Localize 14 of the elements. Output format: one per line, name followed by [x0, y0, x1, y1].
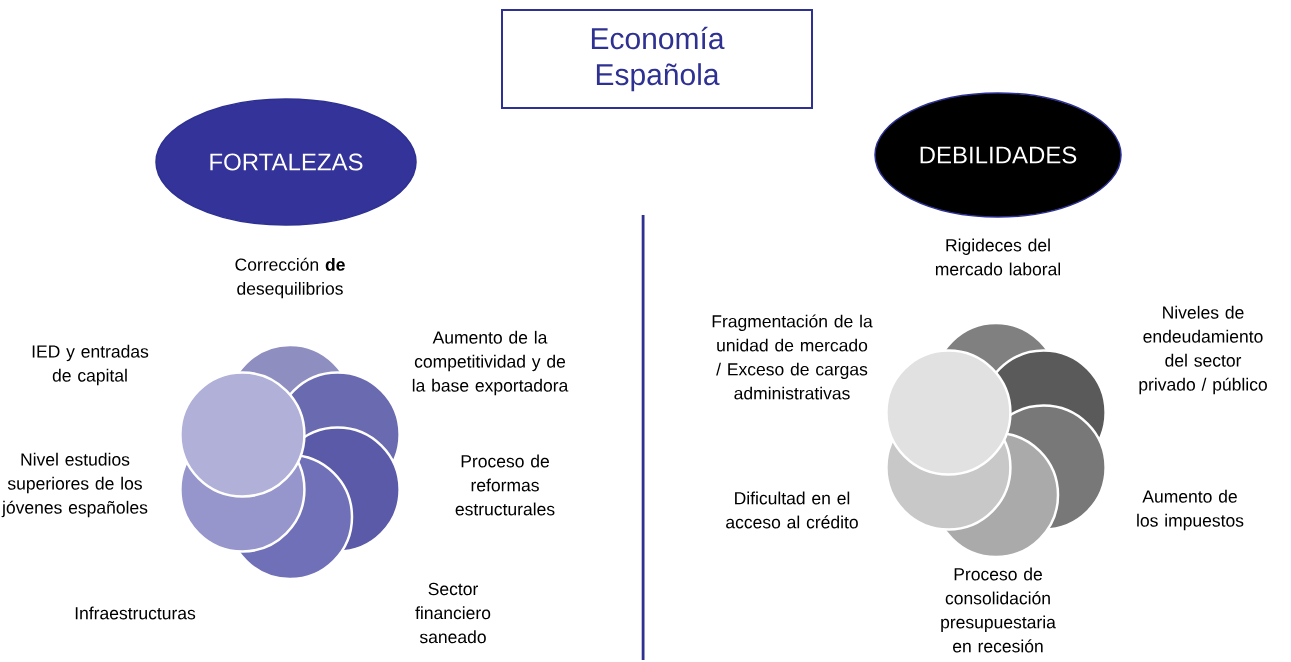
- item-label: Niveles de endeudamiento del sector privado / público: [1139, 305, 1267, 395]
- item-label: Proceso de reformas estructurales: [455, 454, 555, 516]
- item-label: Proceso de consolidación presupuestaria en recesión: [941, 567, 1056, 653]
- item-label: Infraestructuras: [75, 606, 196, 620]
- item-label: Sector financiero saneado: [415, 582, 491, 644]
- item-label: Nivel estudios superiores de los jóvenes españoles: [1, 452, 148, 518]
- title-box: Economía Española: [501, 9, 813, 109]
- item-label: Fragmentación de la unidad de mercado / Exceso de cargas administrativas: [712, 314, 873, 400]
- item-label: IED y entradas de capital: [32, 344, 149, 386]
- item-label: Aumento de la competitividad y de la base exportadora: [412, 330, 569, 396]
- item-label: Aumento de los impuestos: [1137, 489, 1244, 531]
- item-label: Rigideces del mercado laboral: [935, 238, 1061, 276]
- item-label: Corrección de desequilibrios: [235, 257, 345, 299]
- item-label: Dificultad en el acceso al crédito: [726, 491, 858, 529]
